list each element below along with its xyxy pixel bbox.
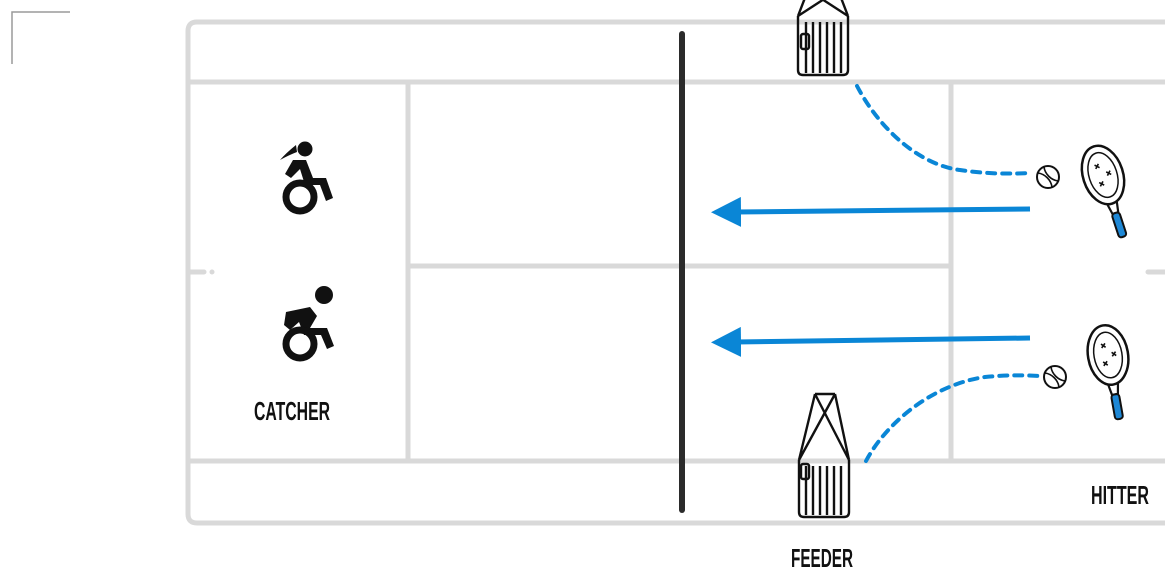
tennis-court	[188, 22, 1165, 523]
wheelchair-athlete-icon	[280, 142, 333, 212]
corner-bracket-icon	[12, 12, 70, 64]
court-outline	[188, 22, 1165, 523]
shot-arrow-top	[735, 209, 1030, 212]
hitter-label: HITTER	[1091, 480, 1149, 510]
wheelchair-athlete-icon	[284, 286, 334, 358]
tennis-ball-icon	[1044, 366, 1066, 388]
tennis-ball-icon	[1037, 166, 1059, 188]
shot-arrow-bottom	[735, 338, 1030, 342]
tennis-racket-icon	[1083, 322, 1139, 423]
catcher-label: CATCHER	[254, 396, 330, 426]
ball-basket-icon	[799, 394, 849, 517]
tennis-racket-icon	[1075, 140, 1142, 243]
feed-path-top	[857, 86, 1030, 174]
ball-basket-icon	[798, 0, 848, 75]
feeder-label: FEEDER	[791, 543, 853, 571]
